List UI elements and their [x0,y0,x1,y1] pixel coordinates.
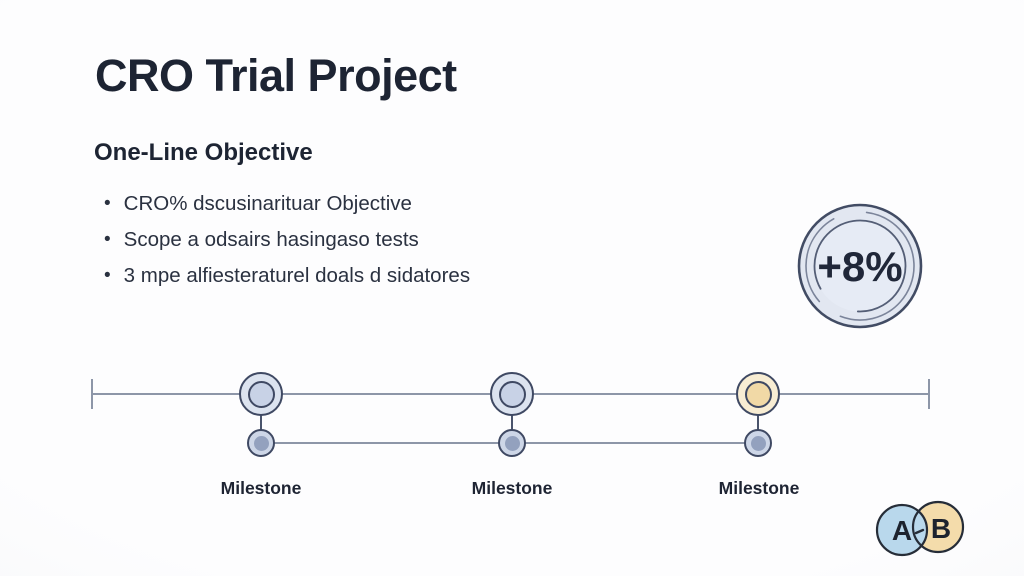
variant-b-label: B [931,513,951,544]
milestone-dot-core [750,435,766,451]
bullet-item: • CRO% dscusinarituar Objective [104,190,470,226]
bullet-text: 3 mpe alfiesteraturel doals d sidatores [123,264,471,287]
milestone-label: Milestone [220,478,302,498]
milestone-dot-icon [498,429,526,457]
milestone-dot-core [253,435,269,451]
milestone-connector [757,415,759,431]
milestone-node-core [744,380,772,408]
bullet-item: • Scope a odsairs hasingaso tests [104,226,470,262]
milestone-node-icon [490,372,534,416]
milestone-label: Milestone [471,478,553,498]
page-title: CRO Trial Project [95,50,457,101]
milestone-label: Milestone [718,478,800,498]
timeline-start-tick [91,379,93,409]
bullet-text: Scope a odsairs hasingaso tests [123,228,419,251]
ab-test-venn-icon: A B [875,500,965,557]
milestone-node-core [498,380,526,408]
milestone-node-highlighted-icon [736,372,780,416]
milestone-node-icon [239,372,283,416]
milestone-dot-icon [744,429,772,457]
section-heading: One-Line Objective [94,139,313,166]
bullet-text: CRO% dscusinarituar Objective [123,192,412,215]
variant-a-label: A [892,515,912,546]
bullet-marker: • [104,265,111,286]
timeline-end-tick [928,379,930,409]
milestone-dot-icon [247,429,275,457]
venn-overlap-dash [914,528,925,535]
milestone-connector [260,415,262,431]
milestone-dot-core [504,435,520,451]
objective-bullet-list: • CRO% dscusinarituar Objective • Scope … [104,190,470,298]
milestone-node-core [247,380,275,408]
bullet-marker: • [104,193,111,214]
milestone-connector [511,415,513,431]
bullet-marker: • [104,229,111,250]
kpi-value: +8% [817,243,902,290]
bullet-item: • 3 mpe alfiesteraturel doals d sidatore… [104,262,470,298]
kpi-badge-icon: +8% [797,203,923,329]
